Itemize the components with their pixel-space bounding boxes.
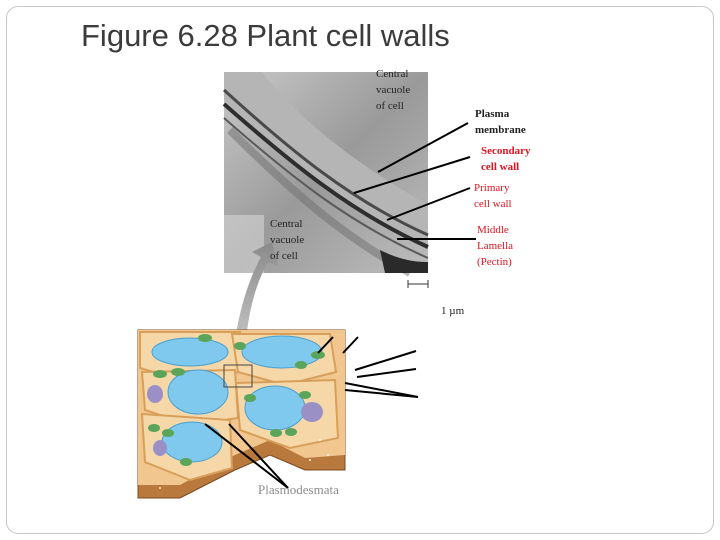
leader-lines	[204, 122, 476, 489]
micrograph-image	[222, 72, 429, 277]
label-central-vacuole-top: Central vacuole of cell	[376, 68, 411, 112]
label-scale-bar: 1 µm	[441, 305, 465, 317]
cell-block-illustration	[137, 329, 346, 499]
label-plasmodesmata: Plasmodesmata	[258, 482, 339, 497]
scale-bar	[407, 280, 429, 288]
label-primary-cell-wall: Primary cell wall	[474, 182, 512, 210]
label-secondary-cell-wall: Secondary cell wall	[481, 145, 531, 173]
label-plasma-membrane: Plasma membrane	[475, 108, 526, 136]
slide-title: Figure 6.28 Plant cell walls	[81, 18, 450, 53]
label-central-vacuole-bottom: Central vacuole of cell	[270, 218, 305, 262]
label-middle-lamella: Middle Lamella (Pectin)	[477, 224, 514, 268]
